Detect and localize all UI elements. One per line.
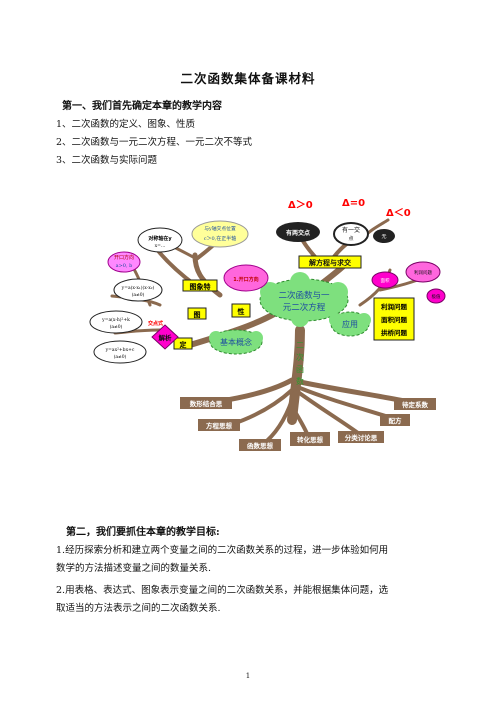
define-box [173,337,193,350]
opening-red-cloud [223,264,269,292]
define-label: 定 [180,340,187,349]
goal1-line2: 数学的方法描述变量之间的数量关系. [56,563,212,574]
property-label: 性 [238,307,245,316]
general-form-label: y=ax²+bx+c [105,347,135,353]
vertex-pos-label: 与y轴交点位置 [204,225,236,232]
cross-form-cloud [113,278,163,302]
delta-gt-label: Δ＞0 [288,199,313,211]
center-cloud-line2: 元二次方程 [283,302,326,313]
delta-lt-label: Δ＜0 [386,207,411,219]
root-transform-label: 转化思想 [297,435,324,444]
general-form-sub: (a≠0) [114,353,127,360]
area-cloud-label: 面积 [381,277,390,284]
root-coeff-box [394,398,436,410]
goal2-line1: 2.用表格、表达式、图象表示变量之间的二次函数关系，并能根据集体问题，选 [56,585,389,596]
root-function-label: 函数思想 [247,441,274,450]
trunk-char-1: 二 [296,341,304,350]
symmetry-label: 对称轴在y [148,235,172,242]
profit-cloud-label: 利润问题 [414,269,432,276]
area-problem-label: 面积问题 [381,315,408,324]
trunk-char-2: 次 [296,352,304,362]
apply-label: 应用 [342,319,358,329]
bridge-problem-label: 拱桥问题 [381,328,408,337]
goal2-line2: 取适当的方法表示之间的二次函数关系. [56,603,221,614]
cross-form-label: y=a(x-x₁)(x-x₂) [121,284,155,291]
extreme-cloud-label: 极值 [432,293,441,300]
vertex-pos-cloud [191,220,249,248]
root-classify-label: 分类讨论思 [345,433,378,442]
one-point-cloud [333,222,369,246]
opening-pink-label: 开口方向 [114,254,134,261]
trunk-char-3: 函 [296,365,304,374]
root-number-shape-box [180,397,232,409]
general-form-cloud [93,340,147,364]
graph-feature-box [182,279,218,292]
opening-pink-cloud [107,251,141,273]
vertex-form-sub: (a≠0) [110,323,123,330]
center-cloud-line1: 二次函数与一 [278,290,330,301]
document-title: 二次函数集体备课材料 [180,71,316,86]
root-equation-box [198,419,240,431]
root-coeff-label: 待定系数 [402,400,429,409]
two-points-label: 有两交点 [286,229,310,237]
property-box [231,303,251,318]
center-cloud [259,272,349,327]
graph-feature-label: 图象特 [190,282,211,291]
vertex-form-label: y=a(x-h)²+k [101,316,130,323]
content-item-3: 3、二次函数与实际问题 [56,155,158,166]
profit-problem-label: 利润问题 [381,302,408,311]
one-point-label: 有一交 [342,226,360,234]
analytic-label: 解析 [159,333,173,342]
root-transform-box [290,432,330,446]
area-cloud [371,271,399,289]
root-number-shape-label: 数形结合思 [190,399,223,408]
root-classify-box [338,431,384,443]
section1-heading: 第一、我们首先确定本章的教学内容 [62,101,222,112]
page-number: 1 [245,672,251,680]
basic-concept-label: 基本概念 [220,337,252,347]
application-box [373,297,415,341]
analytic-diamond [151,324,179,350]
blue-left-label: a>0, b [116,263,133,269]
profit-cloud [405,261,441,283]
cross-form-sub: (a≠0) [132,291,145,298]
two-points-cloud [276,222,320,242]
opening-red-label: 1.开口方向 [233,276,258,283]
delta-eq-label: Δ=0 [342,198,365,209]
solve-box [298,255,362,269]
section2-heading: 第二，我们要抓住本章的教学目标: [66,527,220,538]
graph-box [187,307,207,320]
c-positive-label: c＞0,在正半轴 [204,235,237,242]
graph-label: 图 [194,310,201,319]
symmetry-cloud [137,227,183,253]
root-method-label: 配方 [389,416,403,425]
trunk-char-4: 数 [296,376,304,386]
content-item-2: 2、二次函数与一元二次方程、一元二次不等式 [56,137,253,148]
no-point-cloud [373,229,395,243]
root-function-box [239,439,281,451]
root-equation-label: 方程思想 [206,421,233,430]
symmetry-sub: x=… [155,244,166,249]
apply-cloud [329,311,371,337]
root-method-box [380,414,410,426]
goal1-line1: 1.经历探索分析和建立两个变量之间的二次函数关系的过程，进一步体验如何用 [56,545,389,556]
cross-form-side-label: 交点式 [148,320,163,327]
vertex-form-cloud [89,310,143,334]
basic-concept-cloud [209,329,263,355]
solve-box-label: 解方程与求交 [309,258,352,267]
content-item-1: 1、二次函数的定义、图象、性质 [56,119,196,130]
extreme-cloud [426,288,446,304]
no-point-label: 无 [381,234,386,240]
one-point-label-2: 点 [348,236,353,242]
